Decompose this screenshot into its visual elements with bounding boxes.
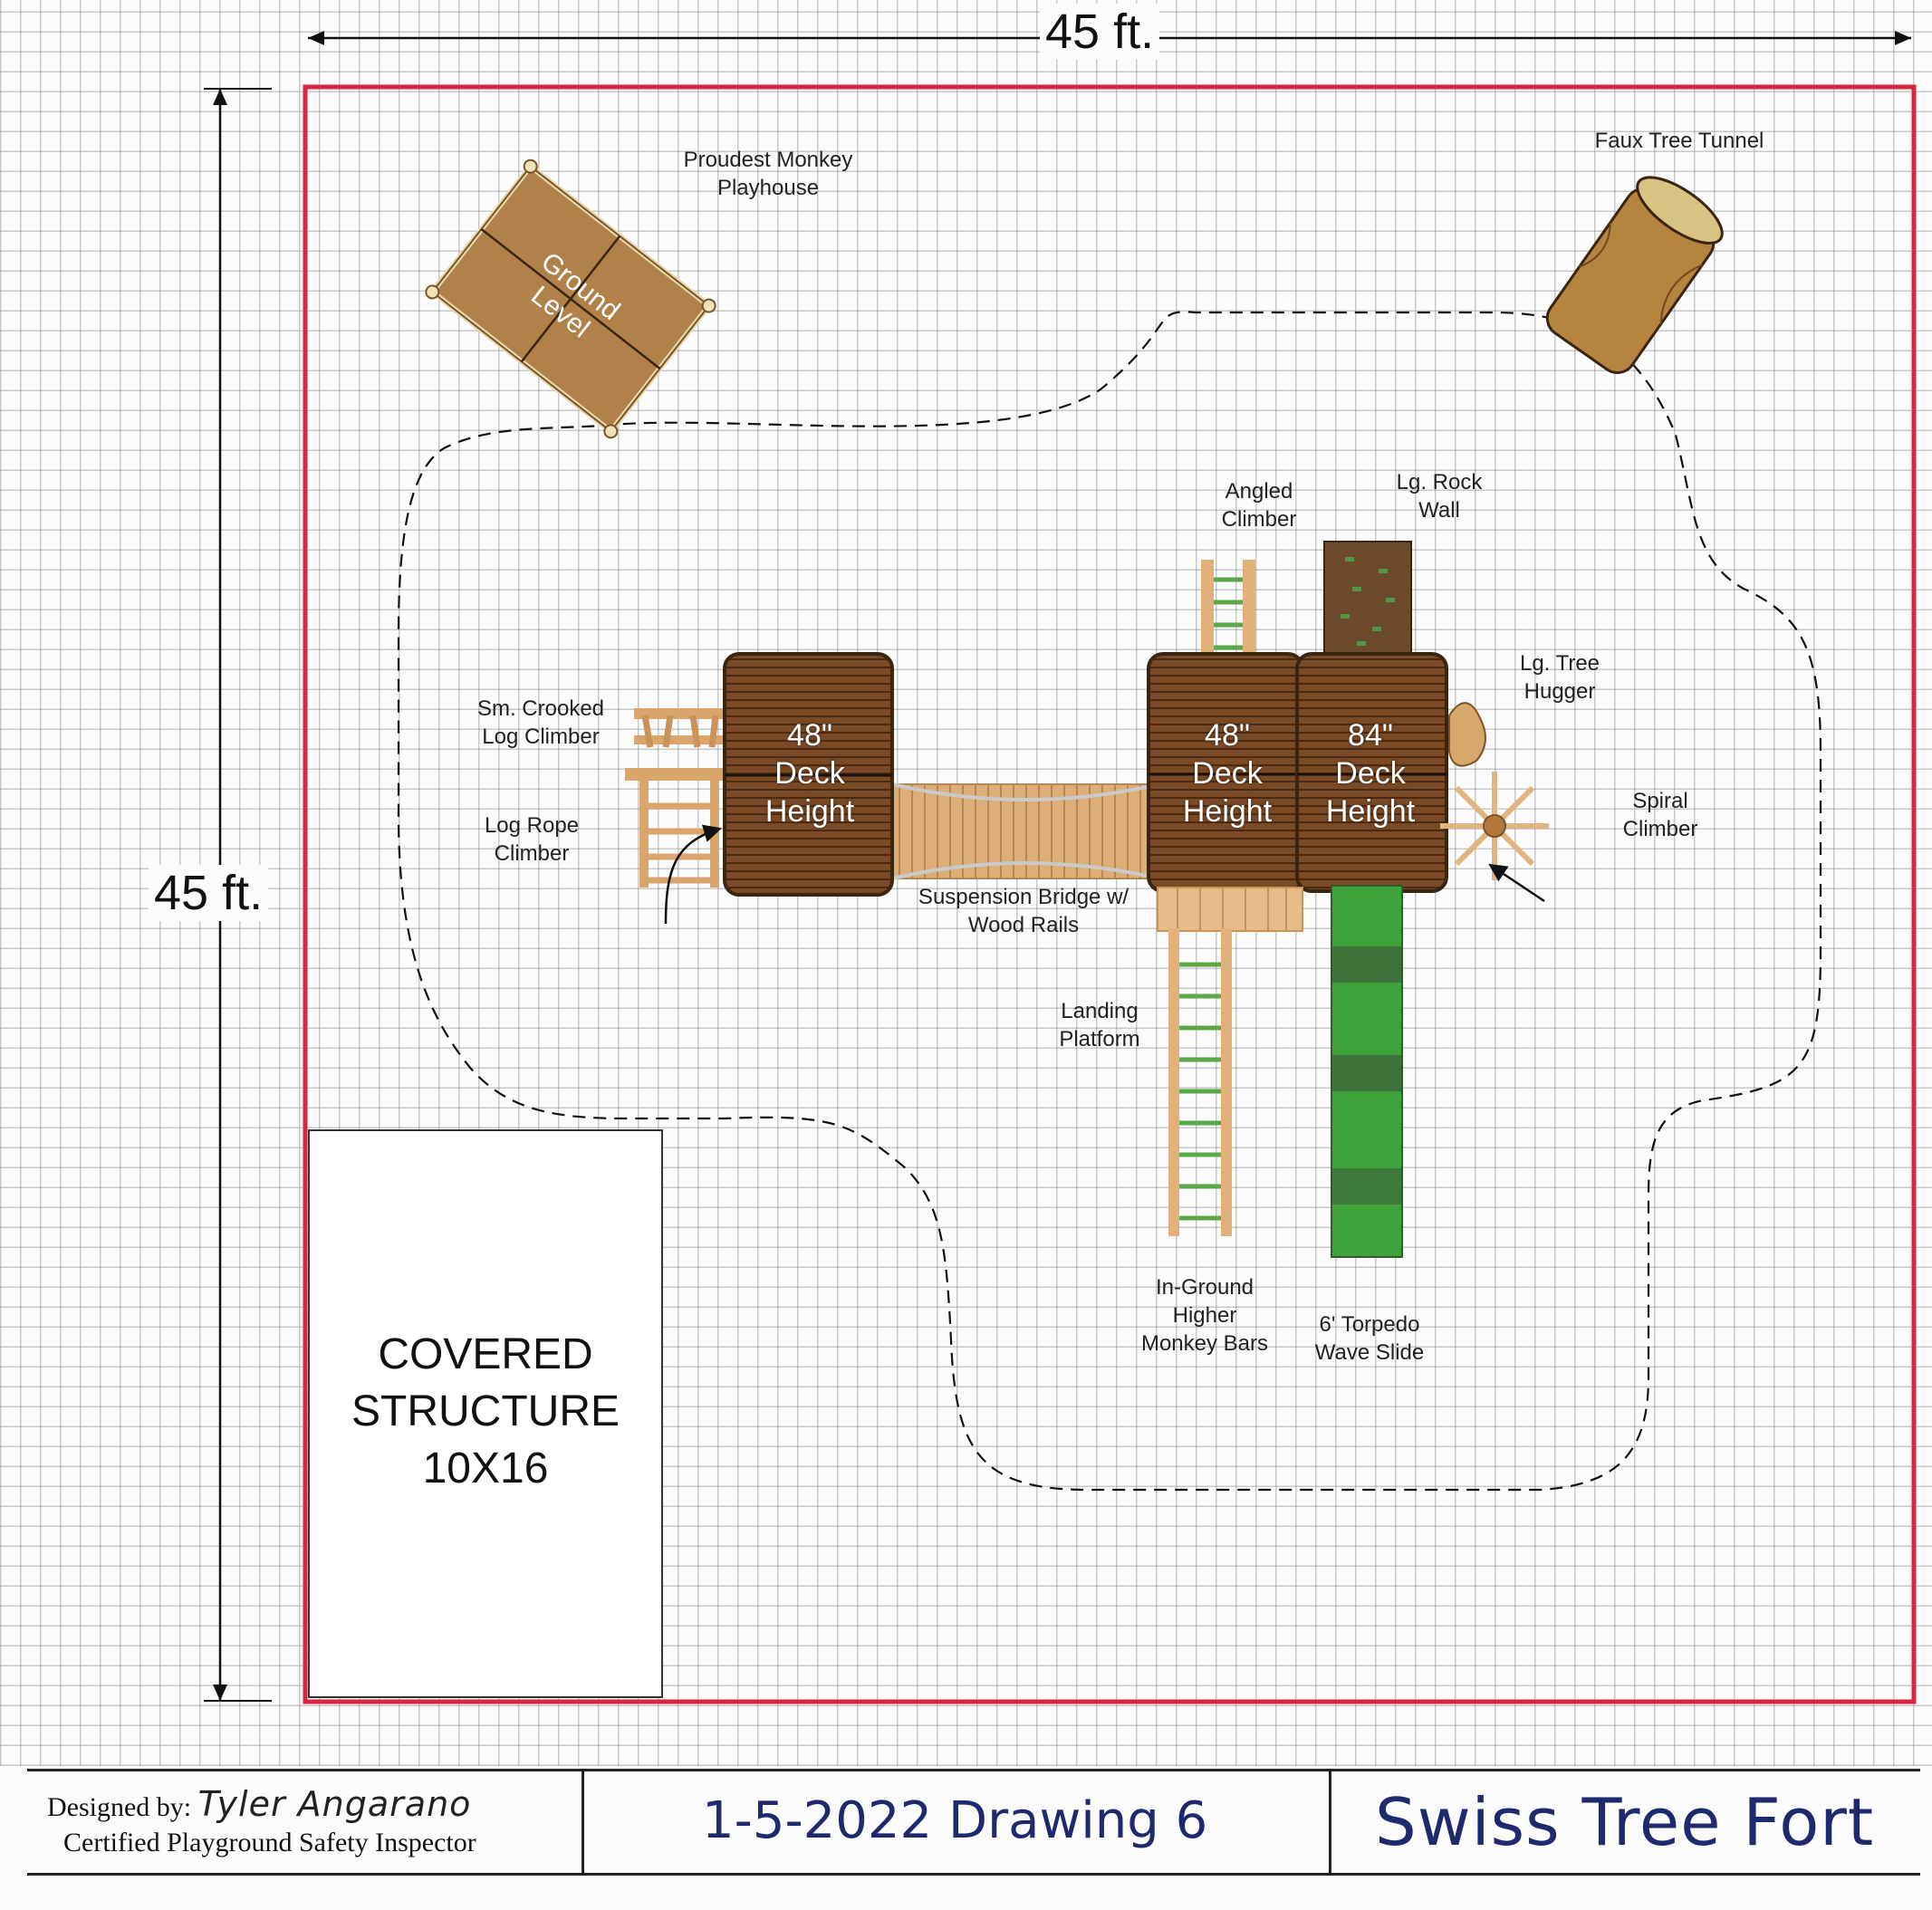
playhouse-roof: GroundLevel	[425, 158, 716, 439]
designer-signature: Tyler Angarano	[197, 1784, 472, 1824]
covered-structure-text: COVERED STRUCTURE 10X16	[351, 1330, 620, 1492]
torpedo-wave-slide	[1331, 885, 1403, 1258]
title-block-divider	[1329, 1771, 1331, 1873]
tunnel-label: Faux Tree Tunnel	[1594, 129, 1764, 153]
project-name: Swiss Tree Fort	[1375, 1784, 1875, 1860]
crooked-log-label: Sm. Crooked Log Climber	[476, 696, 605, 749]
spiral-climber	[1440, 772, 1549, 880]
log-climbers	[625, 708, 734, 888]
designer-certification: Certified Playground Safety Inspector	[63, 1828, 476, 1857]
suspension-bridge	[891, 782, 1160, 880]
faux-tree-tunnel	[1545, 176, 1724, 375]
date-drawing-number: 1-5-2022 Drawing 6	[702, 1791, 1208, 1850]
designed-by: Designed by: Tyler Angarano	[47, 1784, 471, 1824]
landing-platform	[1157, 887, 1303, 932]
log-rope-label: Log Rope Climber	[484, 813, 580, 866]
spiral-climber-label: Spiral Climber	[1622, 789, 1698, 841]
covered-structure: COVERED STRUCTURE 10X16	[308, 1129, 663, 1698]
landing-label: Landing Platform	[1059, 999, 1140, 1051]
rock-wall-label: Lg. Rock Wall	[1396, 470, 1483, 523]
angled-climber	[1201, 560, 1255, 677]
bridge-label: Suspension Bridge w/ Wood Rails	[918, 885, 1129, 937]
log-rope-arrow	[664, 824, 722, 925]
slide-label: 6' Torpedo Wave Slide	[1314, 1312, 1425, 1365]
deck-middle-label: 48" Deck Height	[1182, 718, 1273, 829]
title-block-divider	[582, 1771, 584, 1873]
height-label: 45 ft.	[149, 865, 269, 921]
tree-hugger-label: Lg. Tree Hugger	[1519, 651, 1600, 704]
deck-left	[723, 652, 894, 897]
angled-climber-label: Angled Climber	[1221, 479, 1297, 532]
playhouse-label: Proudest Monkey Playhouse	[683, 148, 853, 200]
deck-left-label: 48" Deck Height	[764, 718, 855, 829]
tree-hugger	[1448, 702, 1486, 767]
title-block: Designed by: Tyler Angarano Certified Pl…	[27, 1769, 1920, 1876]
site-boundary	[303, 84, 1917, 1704]
designed-by-label: Designed by:	[47, 1792, 192, 1822]
monkey-bars-label: In-Ground Higher Monkey Bars	[1140, 1275, 1269, 1356]
width-label: 45 ft.	[1040, 4, 1160, 60]
spiral-climber-arrow	[1488, 863, 1545, 903]
deck-right-label: 84" Deck Height	[1325, 718, 1416, 829]
monkey-bars	[1168, 928, 1232, 1236]
